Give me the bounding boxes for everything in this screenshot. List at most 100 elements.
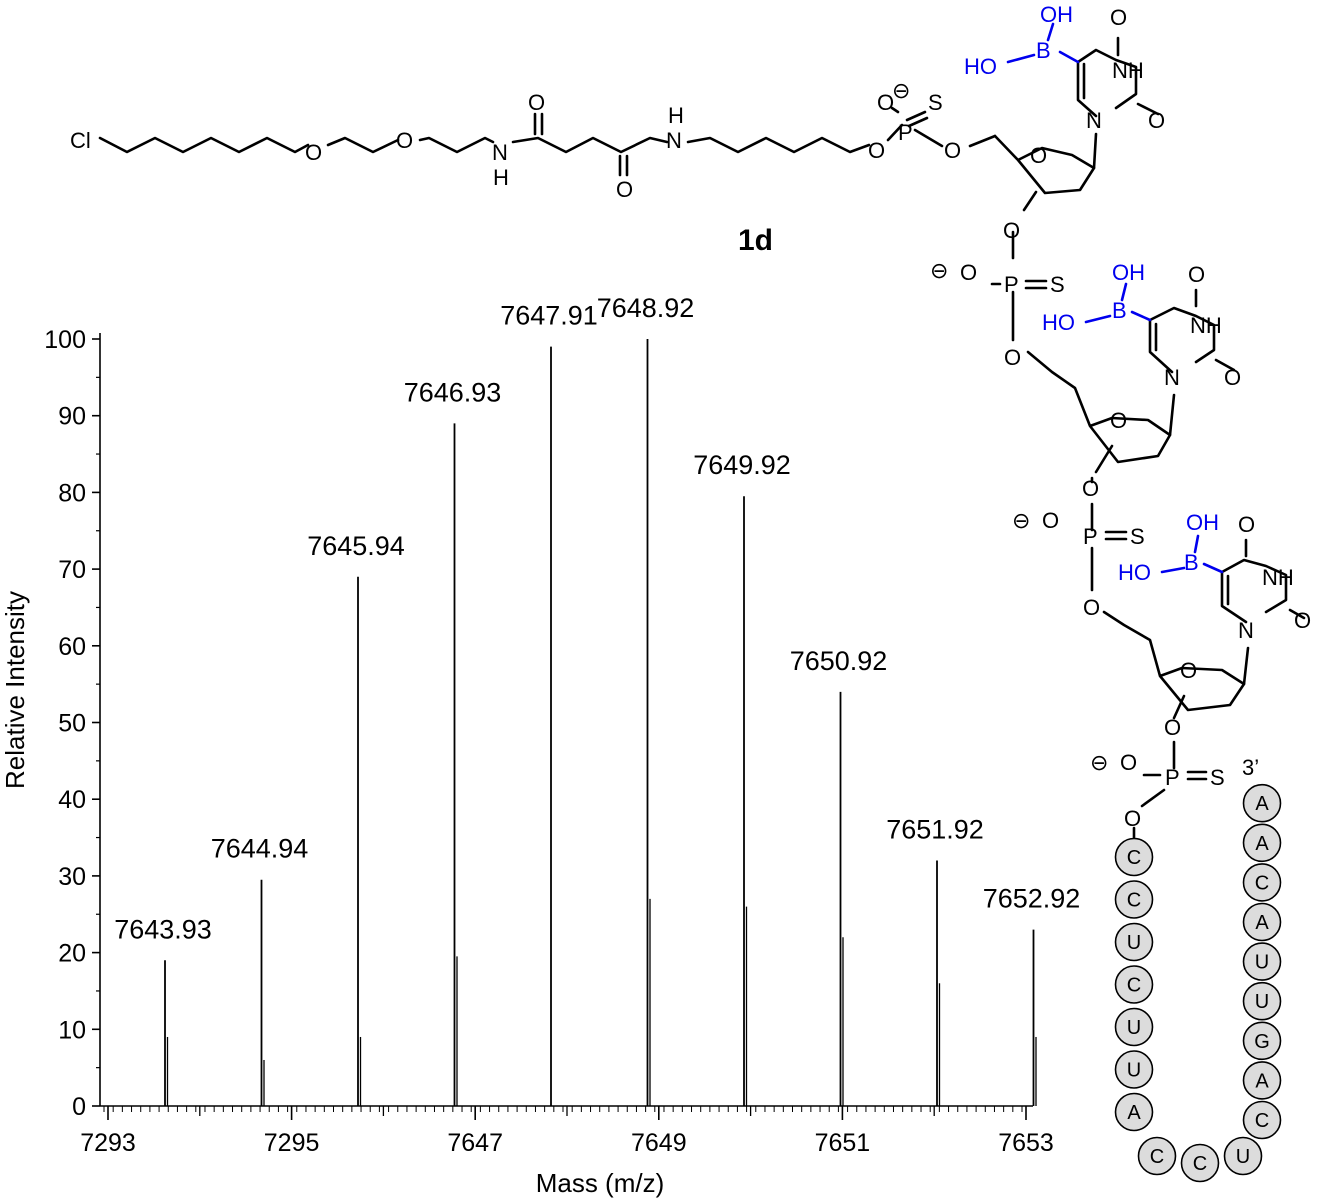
nucleotide-bead [1242,942,1282,981]
nucleotide-unit-2: ⊖ O P S O O N NH O O B OH HO O [930,258,1241,501]
minus-charge-1: ⊖ [892,78,910,103]
x-axis-title: Mass (m/z) [536,1168,665,1198]
minus-charge-3: ⊖ [1012,508,1030,533]
ether-oxygen-2: O [396,128,413,153]
peak-label: 7651.92 [886,815,984,845]
y-tick-label: 40 [58,786,86,814]
y-tick-label: 10 [58,1016,86,1044]
phosphorus-atom-2: P [1004,272,1019,297]
amide-hydrogen-1: H [493,165,509,190]
phosphorus-atom-1: P [898,120,913,145]
bridging-oxygen-3: O [1083,595,1100,620]
sulfur-atom-3: S [1130,524,1145,549]
nucleotide-bead [1114,922,1154,962]
nucleotide-bead [1242,902,1282,942]
y-tick-label: 0 [72,1093,86,1121]
peak-label: 7647.91 [500,301,598,331]
bridging-oxygen-1: O [944,138,961,163]
peak-label: 7645.94 [307,531,405,561]
sulfur-atom-1: S [928,90,943,115]
boron-3: B [1184,550,1199,575]
sugar-oxygen-2: O [1082,476,1099,501]
peak-label: 7644.94 [211,834,309,864]
ring-oxygen-2: O [1110,408,1127,433]
peak-label: 7652.92 [983,884,1081,914]
nucleotide-bead [1114,837,1154,877]
x-tick-label: 7293 [80,1129,136,1157]
nucleotide-letter: U [1255,952,1269,974]
x-tick-label: 7651 [815,1129,871,1157]
x-tick-label: 7653 [998,1129,1054,1157]
y-tick-label: 60 [58,633,86,661]
nh-3: NH [1262,565,1294,590]
nh-2: NH [1190,313,1222,338]
ring-oxygen-1: O [1030,143,1047,168]
peak-label: 7643.93 [114,914,212,944]
nucleotide-letter: A [1255,1070,1269,1092]
y-tick-label: 70 [58,556,86,584]
bridging-oxygen-2: O [1004,345,1021,370]
nucleotide-unit-3: ⊖ O P S O O N NH O O B OH HO O [1012,502,1311,740]
keto-oxygen-3b: O [1294,608,1311,633]
nucleotide-bead [1242,783,1282,823]
carbonyl-oxygen-2: O [616,177,633,202]
ring-oxygen-3: O [1180,658,1197,683]
peaks [164,339,1037,1106]
nucleotide-bead [1242,1061,1282,1100]
peak-label: 7646.93 [404,377,502,407]
phosphate-oxygen: O [877,90,894,115]
amide-nitrogen-2: N [666,128,682,153]
x-tick-label: 7295 [264,1129,320,1157]
sugar-oxygen-3: O [1164,715,1181,740]
carbonyl-oxygen-1: O [528,90,545,115]
chlorine-atom: Cl [70,128,91,153]
hydroxyl-3a: OH [1186,510,1219,535]
bridging-oxygen-4: O [1124,806,1141,831]
nucleotide-letter: G [1254,1031,1270,1053]
nucleotide-letter: U [1127,1060,1141,1082]
nucleotide-bead [1223,1136,1263,1176]
nucleotide-letter: C [1255,872,1269,894]
boron-2: B [1112,298,1127,323]
peak-label: 7649.92 [693,450,791,480]
keto-oxygen-1b: O [1148,108,1165,133]
sulfur-atom-4: S [1210,765,1225,790]
boron-1: B [1036,38,1051,63]
nucleotide-letter: A [1255,912,1269,934]
nucleotide-bead [1242,823,1282,863]
nitrogen-3: N [1238,618,1254,643]
amide-hydrogen-2: H [668,103,684,128]
keto-oxygen-1a: O [1110,5,1127,30]
nucleotide-bead [1242,1100,1282,1140]
nucleotide-letter: U [1236,1146,1250,1168]
hydroxyl-2a: OH [1112,260,1145,285]
compound-label: 1d [738,224,773,257]
nucleotide-letter: C [1255,1110,1269,1132]
nucleotide-letter: A [1255,833,1269,855]
sugar-oxygen-1: O [1003,218,1020,243]
keto-oxygen-3a: O [1238,512,1255,537]
phosphorus-atom-3: P [1083,524,1098,549]
keto-oxygen-2a: O [1188,262,1205,287]
x-tick-label: 7647 [447,1129,503,1157]
terminal-phosphate: ⊖ O P S O 3’ [1090,740,1259,842]
hydroxyl-1a: OH [1040,2,1073,27]
keto-oxygen-2b: O [1224,365,1241,390]
y-axis-title: Relative Intensity [0,591,30,789]
ether-oxygen-1: O [305,140,322,165]
phosphorus-atom-4: P [1165,765,1180,790]
peak-labels: 7643.937644.947645.947646.937647.917648.… [114,293,1080,944]
y-tick-label: 80 [58,479,86,507]
nucleotide-bead [1114,965,1154,1004]
phosphate-oxygen-4: O [1120,750,1137,775]
nucleotide-bead [1242,863,1282,902]
minus-charge-4: ⊖ [1090,750,1108,775]
nucleotide-bead [1114,880,1154,919]
three-prime-label: 3’ [1242,755,1259,780]
nucleotide-unit-1: O N NH O O B OH HO O [964,2,1165,260]
